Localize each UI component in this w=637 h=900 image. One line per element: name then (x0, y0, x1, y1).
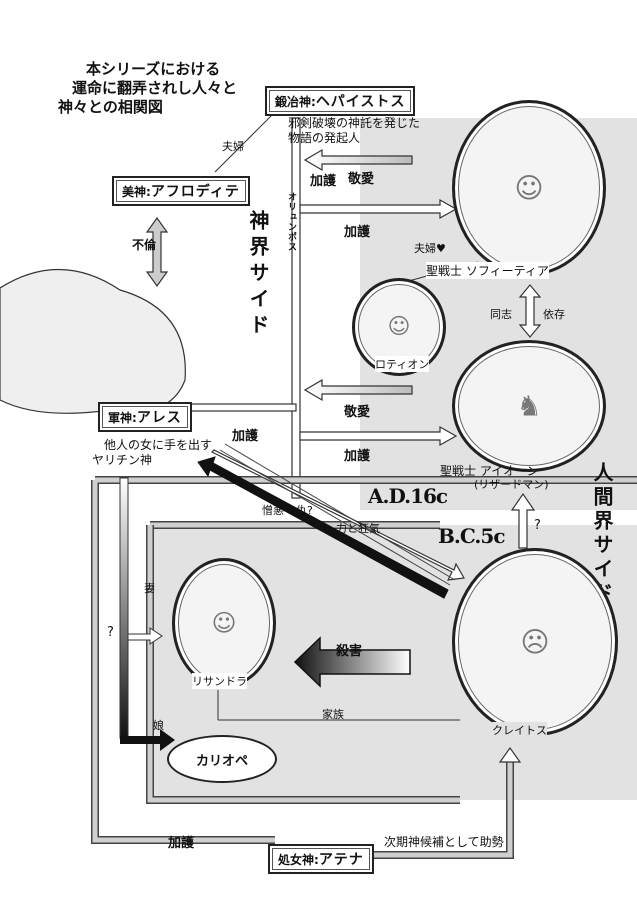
box-aphrodite: 美神:アフロディテ (112, 176, 250, 206)
kratos-face-icon: ☹ (520, 625, 550, 659)
blessing-arrow-aion (299, 425, 458, 447)
daughter-label: 娘 (153, 719, 164, 732)
sophitia-title: 聖戦士 (426, 264, 463, 278)
hephaestus-desc-line-2: 物語の発起人 (288, 131, 361, 145)
ares-desc-line-2: ヤリチン神 (92, 453, 153, 467)
kratos-name: クレイトス (492, 722, 547, 738)
dependence-label: 依存 (543, 308, 565, 321)
blessing-arrow-sophitia (299, 198, 458, 220)
sophitia-label: 聖戦士 ソフィーティア (426, 262, 549, 279)
aion-lizard-icon: ♞ (516, 389, 542, 423)
ares-wife-arrow (127, 627, 163, 645)
portrait-sophitia: ☺ (452, 100, 606, 276)
couple-sophitia-label: 夫婦♥ (414, 242, 446, 255)
box-athena: 処女神:アテナ (268, 844, 374, 874)
ares-question-label: ? (107, 625, 114, 640)
affair-arrow (145, 216, 169, 288)
comrade-arrow (518, 284, 542, 338)
hephaestus-name: ヘパイストス (315, 94, 406, 110)
devotion-arrow-sophitia (303, 148, 413, 172)
rotion-name: ロティオン (375, 356, 430, 372)
box-ares: 軍神:アレス (98, 402, 192, 432)
murder-arrow (293, 636, 411, 688)
portrait-aion: ♞ (452, 340, 606, 472)
blessing-label-1: 加護 (310, 174, 337, 189)
blessing-label-athena: 加護 (168, 836, 195, 851)
diagram-title: 本シリーズにおける 運命に翻弄されし人々と 神々との相関図 (58, 60, 258, 117)
family-label: 家族 (322, 708, 344, 721)
athena-name: アテナ (318, 852, 364, 868)
sophitia-face-icon: ☺ (514, 171, 544, 205)
couple-heph-aph-label: 夫婦 (222, 140, 244, 153)
blessing-label-4: 加護 (344, 449, 371, 464)
ares-desc: 他人の女に手を出す ヤリチン神 (92, 438, 212, 468)
lisandra-face-icon: ☺ (211, 609, 237, 637)
aion-sub: (リザードマン) (474, 478, 549, 491)
ares-name: アレス (136, 410, 182, 426)
power-madness-arrow (197, 456, 449, 599)
god-side-ruby: オリュンポス (286, 192, 296, 252)
murder-label: 殺害 (336, 644, 363, 659)
hephaestus-desc-line-1: 邪剣破壊の神託を発じた (288, 116, 421, 130)
rotion-face-icon: ☺ (387, 314, 411, 340)
portrait-kratos: ☹ (452, 548, 618, 736)
era-bc: B.C.5c (438, 524, 505, 548)
title-line-1: 本シリーズにおける (86, 60, 221, 78)
comrade-label: 同志 (490, 308, 512, 321)
title-line-2: 運命に翻弄されし人々と (72, 79, 238, 97)
aion-name: アイオーン (479, 464, 539, 478)
devotion-label-1: 敬愛 (348, 172, 375, 187)
hephaestus-desc: 邪剣破壊の神託を発じた 物語の発起人 (288, 116, 420, 146)
blessing-label-2: 加護 (344, 225, 371, 240)
revenge-label: 仇? (296, 504, 313, 517)
hephaestus-role: 鍛冶神: (275, 95, 316, 109)
blessing-label-3: 加護 (232, 429, 259, 444)
affair-label: 不倫 (132, 238, 157, 252)
wife-label: 妻 (144, 582, 155, 595)
athena-desc: 次期神候補として助勢 (384, 835, 504, 849)
athena-role: 処女神: (278, 853, 319, 867)
aphrodite-role: 美神: (122, 185, 151, 199)
sophitia-name: ソフィーティア (465, 264, 549, 278)
kratos-aion-question-label: ? (534, 518, 541, 533)
kalliope-name: カリオペ (195, 753, 248, 769)
ares-role: 軍神: (108, 411, 137, 425)
kalliope-node: カリオペ (167, 735, 277, 783)
devotion-label-2: 敬愛 (344, 405, 371, 420)
portrait-lisandra: ☺ (172, 558, 276, 688)
power-madness-label: 力と狂気 (336, 522, 380, 535)
ares-desc-line-1: 他人の女に手を出す (104, 438, 213, 452)
title-line-3: 神々との相関図 (58, 98, 163, 116)
hatred-label: 憎悪 (262, 504, 284, 517)
kratos-aion-arrow (510, 492, 536, 549)
lisandra-name: リサンドラ (192, 673, 247, 689)
aion-title: 聖戦士 (440, 464, 477, 478)
god-side-label: 神界サイド (246, 210, 270, 340)
aion-label: 聖戦士 アイオーン (440, 462, 539, 479)
ares-daughter-arrow (120, 729, 175, 751)
devotion-arrow-aion (303, 378, 413, 402)
box-hephaestus: 鍛冶神:ヘパイストス (265, 86, 416, 116)
aphrodite-name: アフロディテ (150, 184, 240, 200)
era-ad: A.D.16c (368, 484, 448, 508)
